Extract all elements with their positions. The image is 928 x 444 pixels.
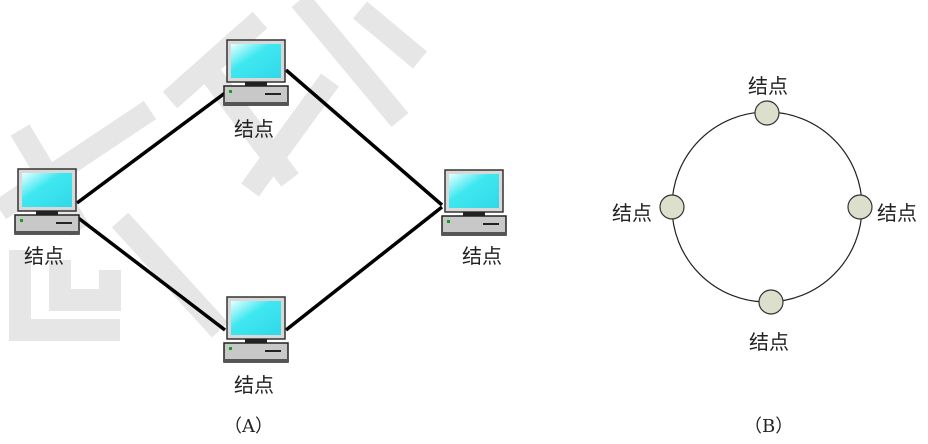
node-label-right: 结点 bbox=[462, 244, 502, 268]
node-label-bottom: 结点 bbox=[234, 373, 274, 397]
ring bbox=[671, 111, 863, 303]
caption-b: （B） bbox=[744, 416, 794, 437]
ring-node-bottom bbox=[758, 289, 784, 315]
ring-node-top bbox=[754, 100, 780, 126]
computer-icon-right bbox=[441, 169, 507, 236]
link-left-bottom bbox=[75, 215, 227, 332]
link-left-top bbox=[75, 91, 227, 205]
ring-node-left bbox=[659, 194, 685, 220]
computer-icon-bottom bbox=[223, 296, 289, 363]
ring-label-bottom: 结点 bbox=[749, 330, 789, 354]
computer-icon-left bbox=[14, 168, 80, 235]
link-top-right bbox=[284, 68, 444, 207]
ring-label-right: 结点 bbox=[877, 201, 917, 225]
node-label-top: 结点 bbox=[234, 117, 274, 141]
computer-icon-top bbox=[223, 39, 289, 106]
ring-label-left: 结点 bbox=[612, 201, 652, 225]
links-mesh bbox=[75, 68, 444, 332]
ring-label-top: 结点 bbox=[748, 74, 788, 98]
watermark-graphic bbox=[0, 0, 428, 341]
ring-node-right bbox=[847, 194, 873, 220]
node-label-left: 结点 bbox=[24, 244, 64, 268]
link-bottom-right bbox=[284, 205, 444, 332]
caption-a: （A） bbox=[224, 416, 273, 437]
